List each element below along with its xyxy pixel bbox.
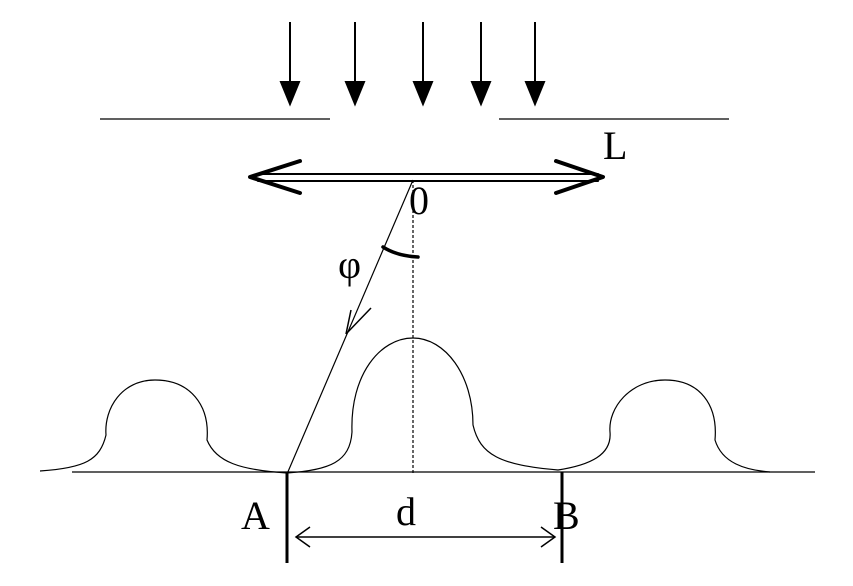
label-lens: L bbox=[603, 123, 627, 168]
label-point-b: B bbox=[553, 493, 580, 538]
label-angle: φ bbox=[338, 242, 361, 287]
incident-ray-5 bbox=[524, 22, 546, 107]
label-point-a: A bbox=[241, 493, 270, 538]
label-center: 0 bbox=[409, 178, 429, 223]
angle-arc bbox=[381, 245, 420, 259]
incident-ray-4 bbox=[470, 22, 492, 107]
lens bbox=[248, 159, 605, 195]
intensity-curve bbox=[39, 337, 771, 474]
incident-ray-2 bbox=[344, 22, 366, 107]
diffracted-ray bbox=[286, 179, 414, 475]
distance-arrow bbox=[294, 526, 557, 548]
label-distance: d bbox=[396, 489, 416, 534]
incident-rays bbox=[279, 22, 546, 107]
incident-ray-3 bbox=[412, 22, 434, 107]
incident-ray-1 bbox=[279, 22, 301, 107]
